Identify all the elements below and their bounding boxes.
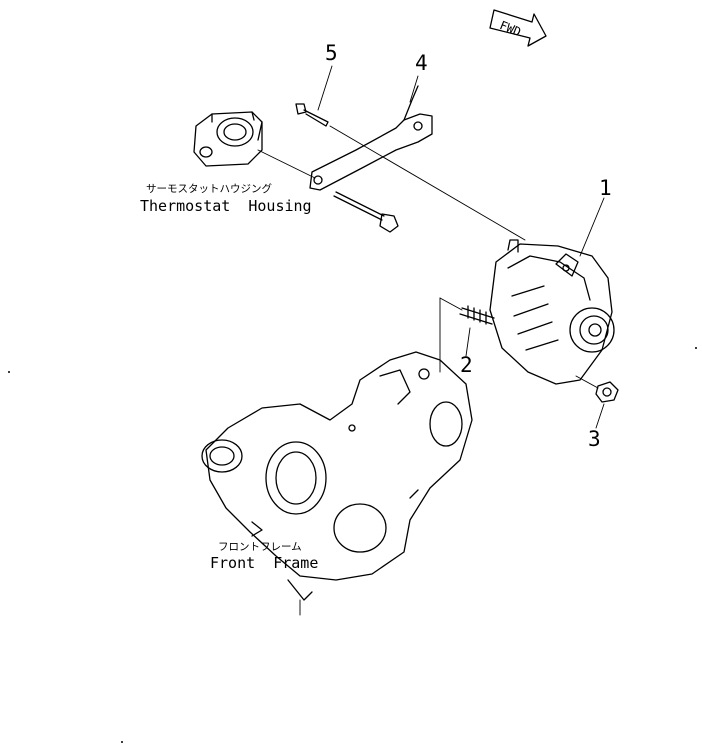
mounting-bolt xyxy=(333,191,399,233)
callout-1: 1 xyxy=(599,176,612,200)
frame-label-jp: フロントフレーム xyxy=(218,541,302,553)
frame-label-en: Front Frame xyxy=(210,554,318,572)
front-frame xyxy=(201,351,473,601)
fwd-label: FWD xyxy=(498,18,523,39)
stud-part-2 xyxy=(459,305,495,325)
bolt-part-5 xyxy=(295,103,329,127)
callout-2: 2 xyxy=(460,353,473,377)
thermostat-housing xyxy=(193,111,263,167)
nut-part-3 xyxy=(595,381,619,403)
fwd-arrow-icon: FWD xyxy=(489,9,547,47)
bracket-part-4 xyxy=(309,85,433,191)
thermostat-label-jp: サーモスタットハウジング xyxy=(146,182,272,195)
callout-5: 5 xyxy=(325,41,338,65)
callout-3: 3 xyxy=(588,427,601,451)
callout-4: 4 xyxy=(415,51,428,75)
alternator-part-1 xyxy=(489,239,615,385)
thermostat-label-en: Thermostat Housing xyxy=(140,197,312,215)
